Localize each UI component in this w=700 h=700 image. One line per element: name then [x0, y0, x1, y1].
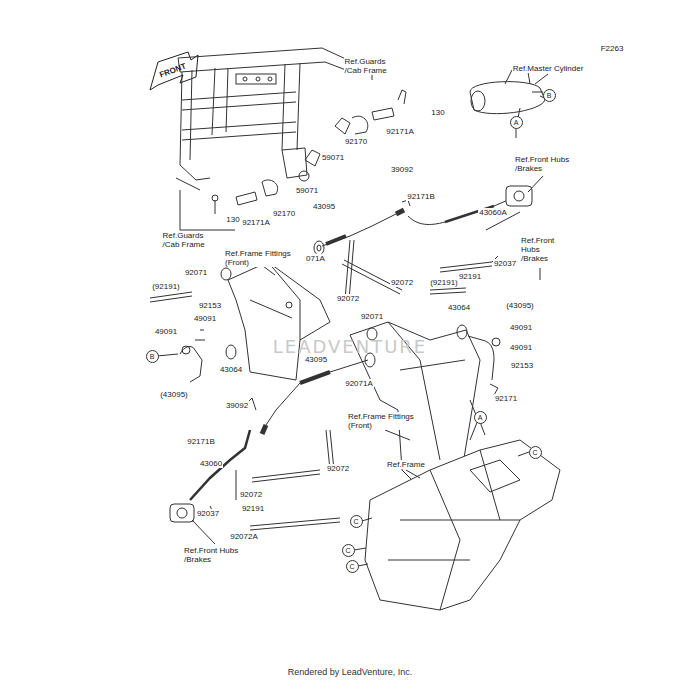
part-number: 92072	[326, 464, 350, 473]
reference-note: Ref.Guards /Cab Frame	[344, 57, 401, 75]
reference-note: Ref.Master Cylinder	[512, 64, 585, 73]
part-number: 130	[225, 215, 240, 224]
part-number: 39092	[390, 165, 414, 174]
reference-note: Ref.Guards /Cab Frame	[162, 231, 219, 249]
part-number: 49091	[193, 314, 217, 323]
part-number: (92191)	[429, 278, 459, 287]
reference-letter: C	[349, 563, 354, 570]
reference-letter: B	[547, 92, 552, 99]
part-number: 92191	[458, 272, 482, 281]
reference-circle: C	[350, 515, 363, 528]
reference-note: Ref.Front Hubs /Brakes	[514, 155, 576, 173]
reference-note: Ref.Frame Fittings (Front)	[224, 249, 306, 267]
reference-letter: A	[514, 119, 519, 126]
part-number: 92072	[336, 294, 360, 303]
part-number: 43095	[312, 202, 336, 211]
part-number: F2263	[600, 44, 625, 53]
watermark: LEADVENTURE	[273, 336, 427, 357]
reference-letter: C	[353, 518, 358, 525]
part-number: 59071	[295, 186, 319, 195]
part-number: 92170	[272, 209, 296, 218]
reference-circle: A	[510, 116, 523, 129]
part-number: 92071	[184, 268, 208, 277]
part-number: 59071	[321, 153, 345, 162]
reference-note: Ref.Frame Fittings (Front)	[347, 412, 429, 430]
reference-note: Ref.Front Hubs /Brakes	[183, 546, 247, 564]
caption: Rendered by LeadVenture, Inc.	[288, 667, 413, 677]
part-number: 92171B	[406, 192, 436, 201]
part-number: 92153	[198, 301, 222, 310]
part-number: 49091	[509, 343, 533, 352]
part-number: 92037	[493, 259, 517, 268]
part-number: 39092	[225, 401, 249, 410]
reference-circle: B	[543, 89, 556, 102]
reference-letter: C	[532, 449, 537, 456]
part-number: 92191	[241, 504, 265, 513]
part-number: (92191)	[151, 282, 181, 291]
reference-circle: C	[529, 446, 542, 459]
part-number: 43095	[304, 355, 328, 364]
part-number: 43064	[219, 365, 243, 374]
reference-note: Ref.Front Hubs /Brakes	[520, 236, 560, 263]
part-number: 92071A	[344, 379, 374, 388]
part-number: 49091	[509, 323, 533, 332]
reference-circle: C	[346, 560, 359, 573]
part-number: 92072	[239, 490, 263, 499]
part-number: 92072A	[229, 532, 259, 541]
reference-note: Ref.Frame	[386, 460, 426, 469]
part-number: 92171A	[385, 127, 415, 136]
part-number: 130	[430, 108, 445, 117]
part-number: (43095)	[159, 390, 189, 399]
part-number: 43060A	[478, 208, 508, 217]
part-number: (43095)	[505, 301, 535, 310]
part-number: 92171A	[241, 218, 271, 227]
part-number: 92037	[196, 509, 220, 518]
reference-letter: A	[478, 414, 483, 421]
reference-circle: A	[474, 411, 487, 424]
reference-letter: C	[345, 547, 350, 554]
part-number: 92171B	[186, 437, 216, 446]
reference-circle: C	[342, 544, 355, 557]
part-number: 43060	[199, 459, 223, 468]
part-number: 92072	[390, 278, 414, 287]
part-number: 92171	[494, 394, 518, 403]
part-number: 92153	[510, 361, 534, 370]
part-number: 49091	[154, 327, 178, 336]
reference-letter: B	[150, 353, 155, 360]
reference-circle: B	[146, 350, 159, 363]
part-number: 43064	[447, 303, 471, 312]
part-number: 92170	[344, 137, 368, 146]
part-number: 92071	[360, 312, 384, 321]
